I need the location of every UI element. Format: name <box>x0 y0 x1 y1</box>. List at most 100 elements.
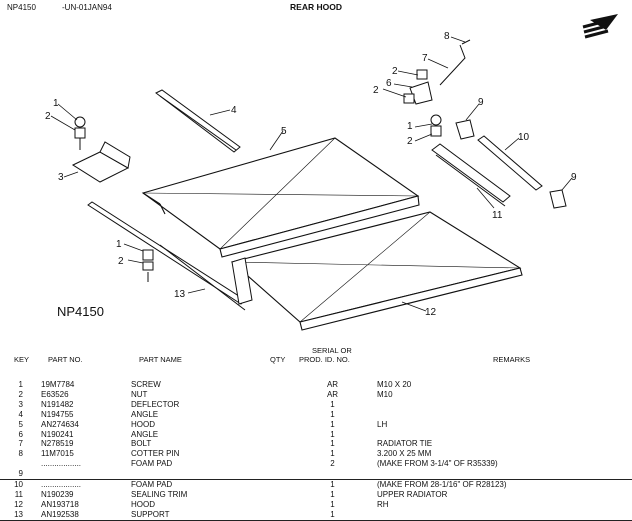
row-part-no: AN192538 <box>23 509 131 521</box>
row-key: 11 <box>14 489 23 499</box>
row-part-no: AN274634 <box>41 419 79 429</box>
row-remarks <box>377 469 632 481</box>
catalog-date: -UN-01JAN94 <box>62 3 112 12</box>
row-part-no: .................. <box>41 459 82 469</box>
row-part-name: BOLT <box>131 439 152 449</box>
row-part-name: ANGLE <box>131 409 159 419</box>
row-part-no <box>23 469 131 481</box>
callout-1: 1 <box>116 239 122 250</box>
col-part-name: PART NAME <box>139 355 182 364</box>
row-part-name: SEALING TRIM <box>131 489 188 499</box>
row-key: 4 <box>18 409 23 419</box>
foam-pad-9-upper <box>455 119 475 140</box>
callout-2: 2 <box>392 66 398 77</box>
row-key <box>0 459 23 469</box>
row-part-no: N191482 <box>41 399 74 409</box>
row-remarks <box>377 410 632 420</box>
foam-pad-10 <box>477 135 543 191</box>
col-part-no: PART NO. <box>48 355 83 364</box>
row-part-name: SUPPORT <box>131 509 288 521</box>
callout-2: 2 <box>373 85 379 96</box>
screw-nut-stack-lower <box>142 249 154 282</box>
callout-11: 11 <box>492 210 503 221</box>
row-remarks: RH <box>377 499 389 509</box>
row-part-name: NUT <box>131 389 148 399</box>
callout-9: 9 <box>571 172 577 183</box>
table-row: 9 <box>0 469 632 481</box>
callout-12: 12 <box>425 307 437 318</box>
table-row: 11 N190239 SEALING TRIM 1 UPPER RADIATOR <box>0 490 632 500</box>
row-part-no: AN193718 <box>41 499 79 509</box>
row-key: 13 <box>0 509 23 521</box>
foam-pad-9-lower <box>549 189 567 209</box>
row-remarks <box>377 509 632 521</box>
row-remarks: UPPER RADIATOR <box>377 489 448 499</box>
row-key: 12 <box>14 499 23 509</box>
table-row: 3 N191482 DEFLECTOR 1 <box>0 400 632 410</box>
callout-10: 10 <box>518 132 530 143</box>
row-remarks: RADIATOR TIE <box>377 439 433 449</box>
row-part-name: FOAM PAD <box>131 459 173 469</box>
support-13 <box>87 201 253 311</box>
callout-8: 8 <box>444 31 450 42</box>
row-part-name: HOOD <box>131 499 155 509</box>
screw-nut-stack-left <box>74 116 86 150</box>
row-qty: 1 <box>330 409 335 419</box>
row-remarks <box>377 400 632 410</box>
row-part-name: HOOD <box>131 419 155 429</box>
direction-arrow-icon <box>582 14 618 39</box>
row-qty: 1 <box>288 509 377 521</box>
row-part-name <box>131 469 288 481</box>
row-remarks: (MAKE FROM 28-1/16" OF R28123) <box>377 480 507 490</box>
row-qty: 1 <box>330 480 335 490</box>
right-hood-panel <box>230 211 523 331</box>
callout-3: 3 <box>58 172 64 183</box>
callout-1: 1 <box>407 121 413 132</box>
callout-leaders <box>50 36 573 312</box>
row-key: 10 <box>14 480 23 490</box>
catalog-code: NP4150 <box>7 3 36 12</box>
col-serial-line1: SERIAL OR <box>312 346 352 355</box>
row-key: 8 <box>18 449 23 459</box>
row-key: 9 <box>0 469 23 481</box>
row-qty: 1 <box>330 419 335 429</box>
callout-1: 1 <box>53 98 59 109</box>
figure-label: NP4150 <box>57 304 104 319</box>
screw-nut-stack-right <box>430 114 442 137</box>
row-part-name: FOAM PAD <box>131 480 173 490</box>
callout-2: 2 <box>407 136 413 147</box>
row-qty <box>288 469 377 481</box>
callout-5: 5 <box>281 126 287 137</box>
row-key: 6 <box>18 429 23 439</box>
angle-6-and-bolt-7 <box>403 39 471 105</box>
row-part-name: SCREW <box>131 380 161 389</box>
row-qty: AR <box>326 380 339 389</box>
row-qty: 1 <box>330 399 335 409</box>
row-key: 2 <box>18 389 23 399</box>
row-remarks: (MAKE FROM 3-1/4" OF R35339) <box>377 459 498 469</box>
row-part-no: N190239 <box>41 489 74 499</box>
row-key: 3 <box>18 399 23 409</box>
page-title: REAR HOOD <box>290 2 342 12</box>
col-remarks: REMARKS <box>493 355 531 364</box>
exploded-parts-diagram: 1 2 3 4 5 1 2 2 6 2 7 8 9 10 1 2 11 9 13… <box>45 14 618 331</box>
col-key: KEY <box>14 355 30 364</box>
callout-13: 13 <box>174 289 186 300</box>
row-qty: 1 <box>330 499 335 509</box>
row-part-name: DEFLECTOR <box>131 399 180 409</box>
left-hood-panel <box>141 137 420 258</box>
row-qty: 1 <box>330 489 335 499</box>
deflector-3 <box>71 141 131 183</box>
row-part-no: E63526 <box>41 389 69 399</box>
row-key: 7 <box>18 439 23 449</box>
table-row: 12 AN193718 HOOD 1 RH <box>0 500 632 510</box>
